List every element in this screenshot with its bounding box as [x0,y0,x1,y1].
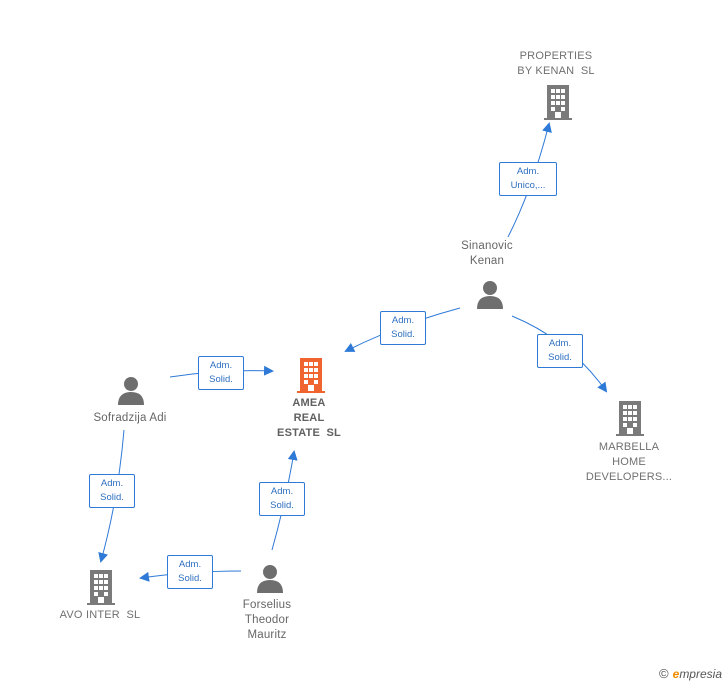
node-label-amea[interactable]: AMEA REAL ESTATE SL [277,397,341,439]
building-icon-shape [297,358,325,393]
building-icon[interactable] [615,400,645,436]
building-icon[interactable] [296,357,326,393]
edge-label-sofradzija-amea[interactable]: Adm. Solid. [198,356,244,390]
person-icon-shape [118,377,144,405]
edge-label-sofradzija-avo[interactable]: Adm. Solid. [89,474,135,508]
edge-label-forselius-avo[interactable]: Adm. Solid. [167,555,213,589]
node-label-properties-kenan[interactable]: PROPERTIES BY KENAN SL [517,50,595,77]
building-icon-shape [544,85,572,120]
edge-label-sinanovic-amea[interactable]: Adm. Solid. [380,311,426,345]
building-icon[interactable] [543,84,573,120]
building-icon[interactable] [86,569,116,605]
node-label-marbella[interactable]: MARBELLA HOME DEVELOPERS... [585,441,673,483]
edge-label-sinanovic-marbella[interactable]: Adm. Solid. [537,334,583,368]
node-label-avo-inter[interactable]: AVO INTER SL [59,609,141,621]
node-label-sofradzija[interactable]: Sofradzija Adi [93,412,167,424]
copyright-symbol: © [659,666,669,681]
brand-name: mpresia [679,667,722,681]
person-icon-shape [477,281,503,309]
node-label-sinanovic[interactable]: Sinanovic Kenan [461,240,513,267]
person-icon[interactable] [475,279,505,309]
node-label-forselius[interactable]: Forselius Theodor Mauritz [242,599,292,641]
edge-label-sinanovic-properties[interactable]: Adm. Unico,... [499,162,557,196]
edge-label-forselius-amea[interactable]: Adm. Solid. [259,482,305,516]
person-icon[interactable] [255,563,285,593]
building-icon-shape [87,570,115,605]
building-icon-shape [616,401,644,436]
person-icon-shape [257,565,283,593]
brand-logo-initial: e [672,667,680,681]
person-icon[interactable] [116,375,146,405]
footer-brand[interactable]: ©empresia [659,666,722,681]
